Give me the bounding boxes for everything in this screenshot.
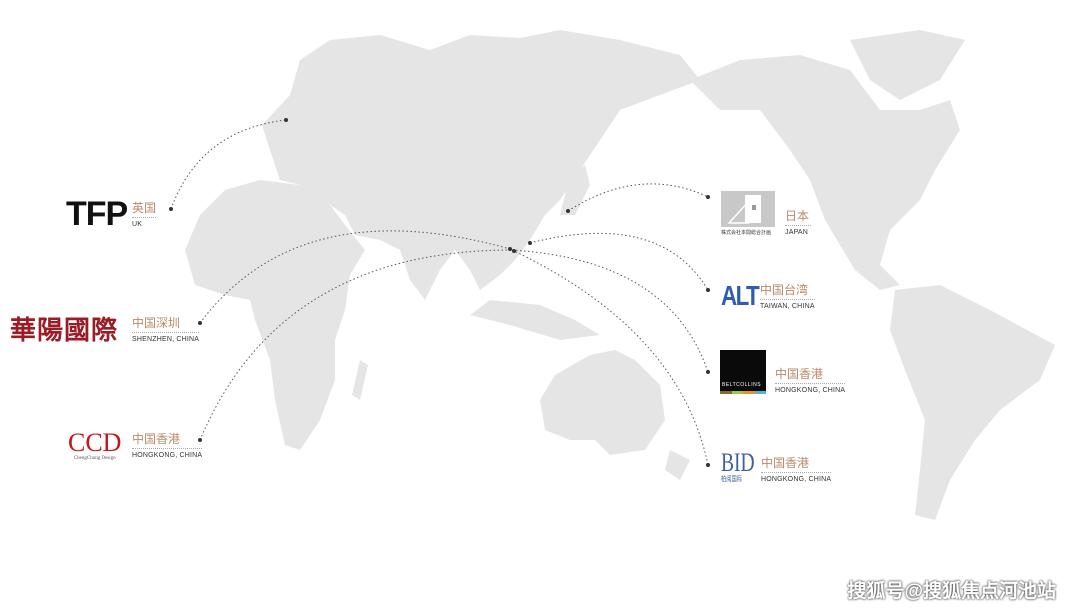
indonesia — [470, 300, 600, 340]
beltcollins-logo-text: BELTCOLLINS — [722, 382, 762, 388]
label-cn: 中国香港 — [775, 367, 824, 381]
label-en: HONGKONG, CHINA — [775, 383, 846, 395]
greenland — [850, 30, 965, 100]
alt-logo: ALT — [721, 280, 760, 311]
label-en: JAPAN — [785, 225, 811, 237]
land-masses — [185, 30, 1055, 520]
label-cn: 中国香港 — [132, 432, 181, 446]
label-en: TAIWAN, CHINA — [760, 299, 815, 311]
beltcollins-logo: BELTCOLLINS — [720, 350, 766, 394]
label-cn: 中国香港 — [761, 456, 810, 470]
label-cn: 中国深圳 — [132, 316, 181, 330]
ccd-logo-text: CCD — [68, 428, 122, 457]
route-taiwan — [529, 232, 709, 291]
route-uk — [170, 119, 287, 210]
label-cn: 日本 — [785, 209, 810, 223]
africa — [185, 180, 365, 450]
label-ccd: 中国香港 HONGKONG, CHINA — [132, 432, 203, 460]
route-shenzhen — [199, 230, 511, 324]
label-cn: 英国 — [132, 201, 157, 215]
label-en: HONGKONG, CHINA — [761, 472, 832, 484]
huayang-logo: 華陽國際 — [10, 316, 119, 346]
tfp-logo: TFP — [66, 195, 128, 233]
label-beltcollins: 中国香港 HONGKONG, CHINA — [775, 367, 846, 395]
bid-logo: BID 柏阅国际 — [721, 448, 755, 484]
label-shenzhen: 中国深圳 SHENZHEN, CHINA — [132, 316, 200, 344]
routes — [170, 119, 709, 466]
label-uk: 英国 UK — [132, 201, 156, 229]
label-japan: 日本 JAPAN — [785, 209, 811, 237]
australia — [540, 350, 665, 455]
label-en: SHENZHEN, CHINA — [132, 332, 200, 344]
new-zealand — [665, 450, 690, 480]
south-america — [890, 285, 1055, 520]
route-beltcollins — [511, 249, 709, 373]
madagascar — [352, 360, 368, 400]
house-icon — [721, 191, 775, 227]
japan-firm-name: 株式会社本間総合計画 — [721, 230, 772, 236]
bid-logo-text: BID — [721, 448, 755, 477]
ccd-logo: CCD ChengChung Design — [68, 428, 122, 462]
route-ccd — [199, 249, 513, 441]
bid-logo-sub: 柏阅国际 — [721, 475, 742, 483]
label-en: UK — [132, 217, 156, 229]
ccd-logo-sub: ChengChung Design — [73, 456, 116, 461]
route-japan — [567, 183, 709, 212]
label-en: HONGKONG, CHINA — [132, 448, 203, 460]
north-america — [690, 55, 960, 290]
label-taiwan: 中国台湾 TAIWAN, CHINA — [760, 283, 815, 311]
watermark: 搜狐号@搜狐焦点河池站 — [847, 581, 1056, 602]
label-bid: 中国香港 HONGKONG, CHINA — [761, 456, 832, 484]
japan-firm-logo: 株式会社本間総合計画 — [721, 191, 775, 236]
japan — [560, 165, 590, 215]
label-cn: 中国台湾 — [760, 283, 809, 297]
location-dots — [169, 118, 710, 467]
eurasia — [262, 30, 700, 300]
